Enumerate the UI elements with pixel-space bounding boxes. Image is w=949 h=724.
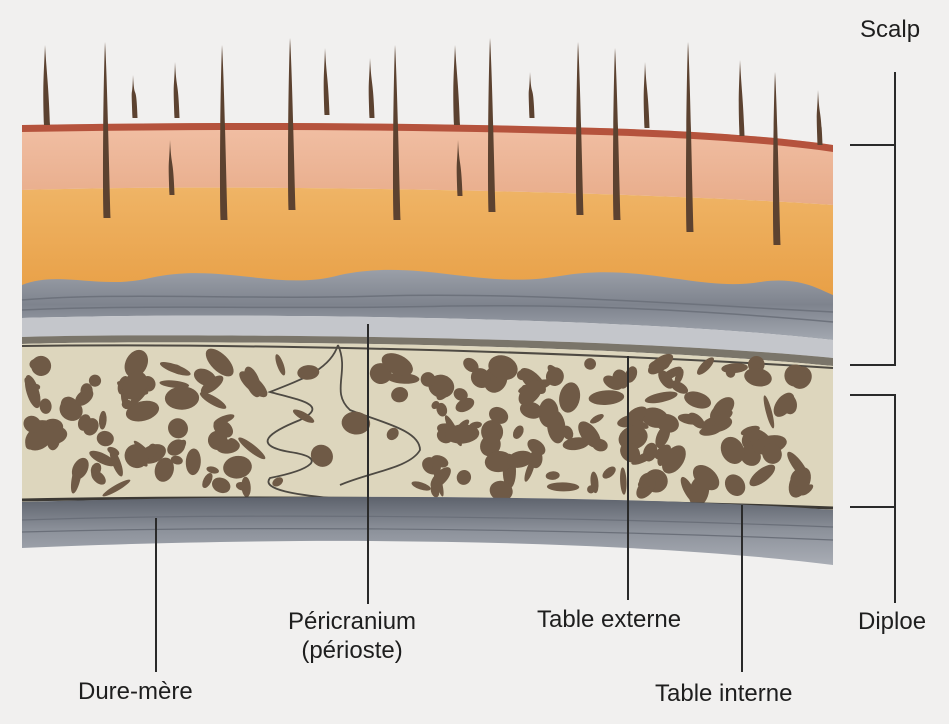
hair-strand xyxy=(453,45,460,125)
diploe-bracket xyxy=(850,395,895,603)
label-table-externe: Table externe xyxy=(537,606,681,635)
scalp-bracket xyxy=(850,72,895,365)
label-pericranium-line1: Péricranium xyxy=(288,608,416,637)
hair-strand xyxy=(817,90,823,145)
hair-strand xyxy=(529,72,535,118)
hair-strand xyxy=(369,58,375,118)
hair-strand xyxy=(43,45,50,125)
hair-strand xyxy=(644,62,650,128)
hair-strand xyxy=(488,38,496,212)
label-table-interne: Table interne xyxy=(655,680,792,709)
label-pericranium: Péricranium (périoste) xyxy=(288,608,416,666)
dura-mater-layer xyxy=(22,497,833,565)
label-scalp: Scalp xyxy=(860,16,920,45)
label-dure-mere: Dure-mère xyxy=(78,678,193,707)
hair-strand xyxy=(174,62,180,118)
hair-strand xyxy=(739,60,745,136)
label-diploe: Diploe xyxy=(858,608,926,637)
hair-strand xyxy=(132,75,138,118)
label-pericranium-line2: (périoste) xyxy=(288,637,416,666)
hair-strand xyxy=(324,48,330,115)
